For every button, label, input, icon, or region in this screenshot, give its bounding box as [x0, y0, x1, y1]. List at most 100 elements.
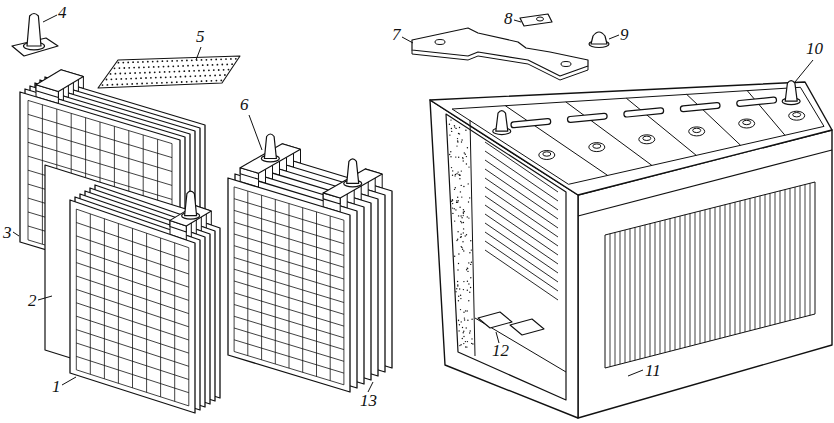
wall-stipple — [464, 211, 465, 212]
wall-stipple — [457, 269, 458, 270]
wall-stipple — [456, 240, 457, 241]
perforation — [191, 81, 193, 83]
filler-cap — [593, 144, 601, 148]
perforation — [151, 82, 153, 84]
wall-stipple — [468, 166, 469, 167]
perforation — [207, 64, 209, 66]
wall-stipple — [461, 217, 462, 218]
wall-stipple — [449, 134, 450, 135]
wall-stipple — [469, 332, 470, 333]
perforation — [147, 61, 149, 63]
wall-stipple — [463, 213, 464, 214]
callout-number: 11 — [645, 362, 661, 380]
cell-connector — [740, 100, 774, 103]
callout-number: 7 — [392, 26, 401, 44]
wall-stipple — [461, 170, 462, 171]
wall-stipple — [463, 215, 464, 216]
plate — [228, 178, 350, 392]
perforation — [122, 62, 124, 64]
wall-stipple — [455, 291, 456, 292]
perforation — [187, 65, 189, 67]
wall-stipple — [467, 216, 468, 217]
wall-stipple — [460, 309, 461, 310]
callout-number: 10 — [806, 40, 823, 58]
wall-stipple — [461, 321, 462, 322]
plate-grid — [76, 209, 189, 406]
wall-stipple — [454, 256, 455, 257]
perforation — [129, 72, 131, 74]
perforation — [169, 71, 171, 73]
perforation — [230, 58, 232, 60]
leader-line — [38, 296, 52, 300]
perforation — [134, 72, 136, 74]
wall-stipple — [465, 310, 466, 311]
perforation — [127, 62, 129, 64]
filler-cap — [689, 127, 705, 136]
wall-stipple — [454, 175, 455, 176]
perforation — [114, 67, 116, 69]
perforation — [176, 60, 178, 62]
perforation — [144, 72, 146, 74]
wall-stipple — [463, 343, 464, 344]
wall-stipple — [461, 139, 462, 140]
perforation — [110, 73, 112, 75]
wall-stipple — [452, 207, 453, 208]
perforation — [163, 66, 165, 68]
wall-stipple — [450, 151, 451, 152]
wall-stipple — [460, 221, 461, 222]
wall-stipple — [467, 147, 468, 148]
wall-stipple — [465, 346, 466, 347]
wall-stipple — [459, 175, 460, 176]
perforation — [135, 78, 137, 80]
perforation — [218, 69, 220, 71]
perforation — [102, 84, 104, 86]
filler-cap — [793, 113, 801, 117]
connector-strap — [412, 28, 588, 80]
perforation — [130, 78, 132, 80]
perforation — [133, 67, 135, 69]
wall-stipple — [457, 197, 458, 198]
perforation — [150, 77, 152, 79]
wall-stipple — [459, 178, 460, 179]
vent-plug — [589, 32, 609, 48]
perforation — [156, 82, 158, 84]
wall-stipple — [456, 202, 457, 203]
wall-stipple — [449, 124, 450, 125]
wall-stipple — [455, 174, 456, 175]
perforation — [188, 70, 190, 72]
wall-stipple — [450, 156, 451, 157]
callout-number: 12 — [492, 342, 509, 360]
perforation — [181, 60, 183, 62]
cell-plates — [485, 142, 558, 300]
filler-cap — [643, 136, 651, 140]
perforation — [204, 75, 206, 77]
wall-stipple — [461, 247, 462, 248]
perforation — [128, 67, 130, 69]
perforation — [186, 60, 188, 62]
perforation — [115, 73, 117, 75]
wall-stipple — [463, 232, 464, 233]
wall-stipple — [452, 200, 453, 201]
cell-connector — [627, 111, 661, 114]
wall-stipple — [466, 269, 467, 270]
perforation — [119, 67, 121, 69]
perforation — [120, 78, 122, 80]
support-rib — [510, 319, 544, 335]
perforation — [153, 66, 155, 68]
cell-connector — [683, 106, 717, 109]
callout-number: 9 — [620, 26, 629, 44]
wall-stipple — [465, 154, 466, 155]
perforation — [107, 84, 109, 86]
wall-stipple — [454, 189, 455, 190]
terminal-post — [185, 191, 197, 216]
perforation — [206, 59, 208, 61]
wall-stipple — [451, 201, 452, 202]
perforation — [111, 78, 113, 80]
wall-stipple — [463, 228, 464, 229]
wall-stipple — [458, 174, 459, 175]
wall-stipple — [460, 344, 461, 345]
wall-stipple — [468, 201, 469, 202]
perforation — [172, 65, 174, 67]
